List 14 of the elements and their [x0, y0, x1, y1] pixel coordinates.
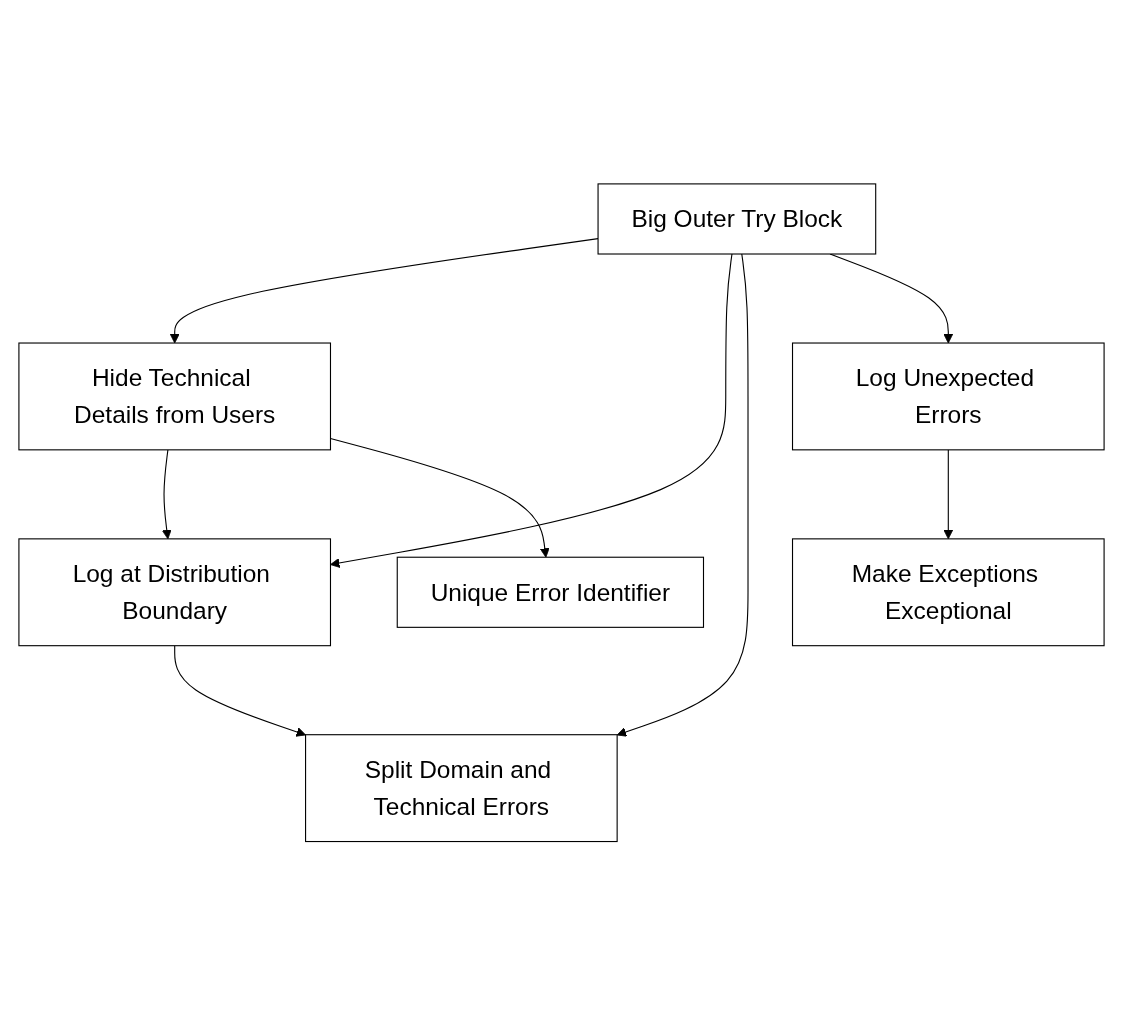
node-box: Log Unexpected Errors — [791, 342, 1105, 451]
arrow — [161, 449, 172, 540]
arrow — [330, 253, 733, 568]
arrow — [943, 449, 954, 540]
node-box: Hide Technical Details from Users — [18, 342, 332, 451]
node-box: Split Domain and Technical Errors — [305, 733, 618, 842]
arrow — [829, 253, 954, 344]
arrow — [174, 644, 306, 737]
node-box: Make Exceptions Exceptional — [791, 538, 1105, 647]
node-box: Big Outer Try Block — [597, 183, 877, 255]
arrow — [616, 253, 749, 737]
node-box: Log at Distribution Boundary — [18, 538, 332, 647]
arrow — [169, 237, 599, 344]
node-box: Unique Error Identifier — [396, 556, 705, 628]
